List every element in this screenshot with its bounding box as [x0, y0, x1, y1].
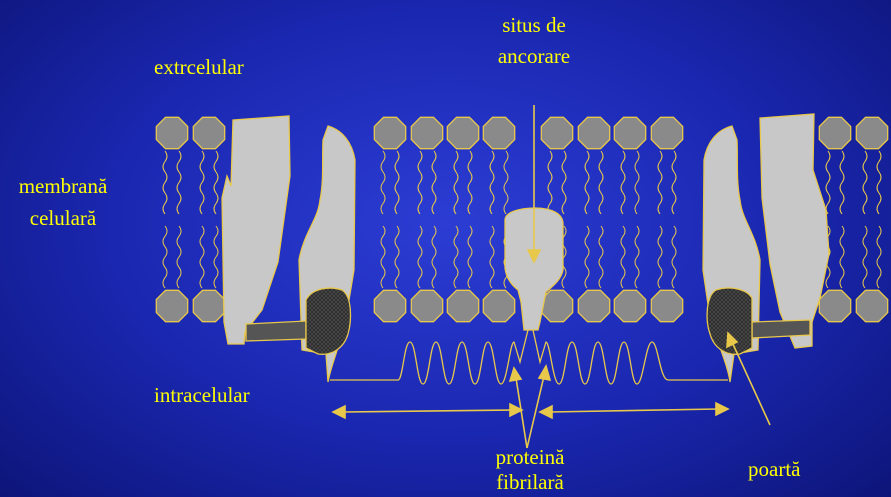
membrane-label-line1: membrană [4, 173, 122, 199]
lipid-tail [621, 226, 625, 288]
lipid-tail [863, 151, 867, 214]
lipid-head [193, 117, 224, 148]
lipid-tail [432, 151, 436, 214]
lipid-tail [840, 226, 844, 288]
lipid-tail [863, 226, 867, 288]
lipid-head [541, 117, 572, 148]
lipid-head [374, 290, 405, 321]
lipid-head [651, 117, 682, 148]
lipid-tail [504, 151, 508, 214]
lipid-tail [454, 226, 458, 288]
lipid-head [483, 117, 514, 148]
lipid-tail [635, 226, 639, 288]
lipid-tail [635, 151, 639, 214]
lipid-head [374, 117, 405, 148]
lipid-head [411, 290, 442, 321]
lipid-tail [585, 151, 589, 214]
lipid-tail [658, 226, 662, 288]
lipid-tail [599, 226, 603, 288]
lipid-tail [490, 226, 494, 288]
lipid-head [483, 290, 514, 321]
lipid-head [614, 117, 645, 148]
lipid-tail [395, 226, 399, 288]
lipid-tail [621, 151, 625, 214]
lipid-tail [826, 151, 830, 214]
lipid-tail [163, 151, 167, 214]
lipid-tail [381, 151, 385, 214]
lipid-tail [381, 226, 385, 288]
lipid-tail [877, 151, 881, 214]
lipid-head [614, 290, 645, 321]
anchor-site-label-line1: situs de [484, 12, 584, 38]
lipid-tail [468, 226, 472, 288]
lipid-tail [585, 226, 589, 288]
lipid-tail [163, 226, 167, 288]
lipid-head [578, 117, 609, 148]
lipid-head [651, 290, 682, 321]
lipid-head [156, 290, 187, 321]
lipid-tail [840, 151, 844, 214]
anchor-site-label-line2: ancorare [484, 43, 584, 69]
gate-label: poartă [748, 456, 800, 482]
lipid-head [447, 290, 478, 321]
lipid-tail [214, 151, 218, 214]
lipid-tail [454, 151, 458, 214]
lipid-tail [214, 226, 218, 288]
lipid-tail [395, 151, 399, 214]
lipid-head [447, 117, 478, 148]
lipid-tail [599, 151, 603, 214]
lipid-tail [548, 151, 552, 214]
lipid-head [578, 290, 609, 321]
lipid-head [819, 117, 850, 148]
lipid-head [819, 290, 850, 321]
fibrillar-protein [330, 330, 728, 384]
lipid-head [156, 117, 187, 148]
lipid-head [856, 117, 887, 148]
lipid-tail [200, 226, 204, 288]
lipid-head [193, 290, 224, 321]
intracellular-label: intracelular [154, 382, 250, 408]
lipid-tail [490, 151, 494, 214]
lipid-head [411, 117, 442, 148]
extracellular-label: extrcelular [154, 54, 244, 80]
lipid-tail [562, 151, 566, 214]
lipid-tail [672, 151, 676, 214]
lipid-head [856, 290, 887, 321]
lipid-tail [418, 151, 422, 214]
fibrillar-protein-label-line2: fibrilară [475, 469, 585, 495]
lipid-tail [177, 151, 181, 214]
lipid-tail [177, 226, 181, 288]
lipid-tail [658, 151, 662, 214]
lipid-tail [672, 226, 676, 288]
membrane-label-line2: celulară [4, 205, 122, 231]
lipid-tail [877, 226, 881, 288]
lipid-tail [432, 226, 436, 288]
lipid-tail [200, 151, 204, 214]
lipid-tail [418, 226, 422, 288]
fibrillar-protein-label-line1: proteină [475, 444, 585, 470]
lipid-tail [468, 151, 472, 214]
